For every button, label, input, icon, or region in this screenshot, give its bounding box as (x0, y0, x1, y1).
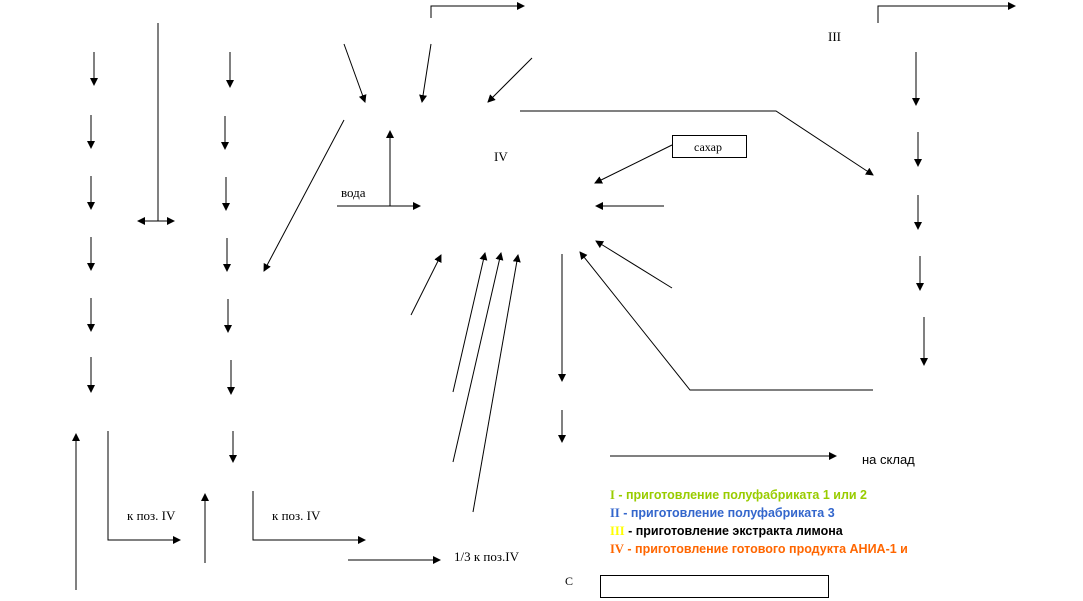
label-section-iv: IV (494, 149, 508, 164)
label-section-iii: III (828, 29, 841, 44)
legend-text: - приготовление готового продукта АНИА-1… (623, 542, 908, 556)
legend-text: - приготовление экстракта лимона (624, 524, 843, 538)
sugar-box: сахар (672, 135, 747, 158)
diag-arrow-right (595, 240, 673, 289)
empty-box (600, 575, 829, 598)
label-to-pos-iv-left: к поз. IV (127, 508, 176, 523)
legend-num: III (610, 524, 625, 538)
sugar-arrow (594, 144, 673, 184)
up-diag-arrow-2 (452, 252, 488, 393)
legend-item-iv: IV - приготовление готового продукта АНИ… (610, 543, 908, 556)
long-diag-arrow (263, 119, 345, 272)
legend-text: - приготовление полуфабриката 1 или 2 (614, 488, 867, 502)
label-to-warehouse: на склад (862, 452, 915, 467)
to-pos-iv-arrow-left (107, 431, 181, 544)
up-diag-arrow-4 (472, 254, 521, 513)
label-third-to-pos-iv: 1/3 к поз.IV (454, 549, 519, 564)
to-pos-iv-arrow-mid (252, 491, 366, 544)
label-to-pos-iv-mid: к поз. IV (272, 508, 321, 523)
legend-num: IV (610, 542, 624, 556)
legend-text: - приготовление полуфабриката 3 (619, 506, 835, 520)
legend-item-ii: II - приготовление полуфабриката 3 (610, 507, 835, 520)
diag-arrow-2 (419, 43, 432, 103)
legend-num: II (610, 506, 620, 520)
top-arrow-center (430, 2, 525, 18)
up-diag-arrow-1 (410, 254, 442, 316)
diag-arrow-1 (343, 43, 367, 103)
connector-to-col3 (520, 110, 874, 176)
up-diag-arrow-3 (452, 252, 504, 463)
legend-num: I (610, 488, 615, 502)
return-arrow (579, 251, 873, 391)
diag-arrow-3 (487, 57, 533, 103)
sugar-label: сахар (694, 140, 722, 154)
legend-item-iii: III - приготовление экстракта лимона (610, 525, 843, 538)
top-arrow-right (877, 2, 1016, 23)
legend-item-i: I - приготовление полуфабриката 1 или 2 (610, 489, 867, 502)
label-stray-c: С (565, 574, 574, 588)
label-water: вода (341, 185, 366, 200)
